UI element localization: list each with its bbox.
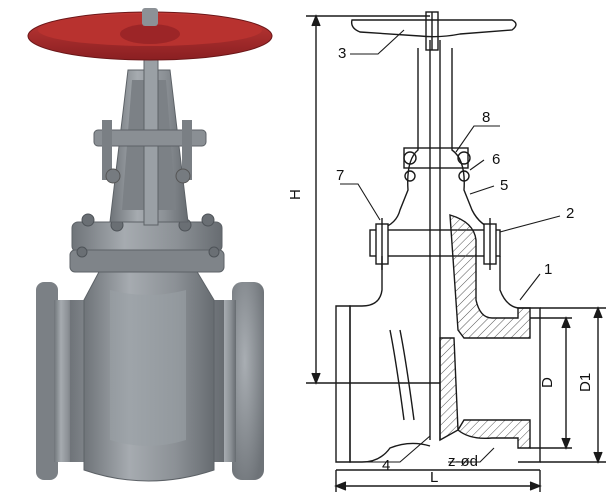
- section-hatched-wall: [439, 214, 531, 449]
- callout-4: 4: [382, 457, 390, 474]
- section-handwheel: [350, 11, 517, 51]
- section-bonnet-flange: [369, 218, 501, 270]
- dim-d-label: D: [539, 377, 556, 388]
- section-body: [335, 256, 541, 471]
- dimension-h-line: [306, 14, 440, 385]
- callout-1: 1: [544, 261, 552, 278]
- callout-leaders: [340, 29, 561, 463]
- gland-assembly: [93, 120, 207, 184]
- dim-d1-label: D1: [577, 373, 594, 392]
- callout-6: 6: [492, 151, 500, 168]
- dim-bolt-holes-label: z-ød: [448, 453, 478, 470]
- bonnet-flange: [69, 213, 225, 273]
- callout-5: 5: [500, 177, 508, 194]
- dim-h-label: H: [287, 189, 304, 200]
- section-stem: [429, 40, 441, 440]
- valve-section-drawing: [306, 11, 606, 492]
- callout-labels: 3 8 6 5 7 2 1 4: [336, 45, 574, 474]
- callout-3: 3: [338, 45, 346, 62]
- callout-8: 8: [482, 109, 490, 126]
- section-yoke: [375, 48, 497, 231]
- dim-l-label: L: [430, 469, 438, 486]
- dimension-lines: [334, 306, 606, 492]
- valve-body: [70, 269, 224, 482]
- dimension-labels: H D D1 L z-ød: [287, 189, 594, 486]
- valve-photo: [27, 8, 273, 482]
- callout-2: 2: [566, 205, 574, 222]
- callout-7: 7: [336, 167, 344, 184]
- handwheel: [27, 8, 273, 61]
